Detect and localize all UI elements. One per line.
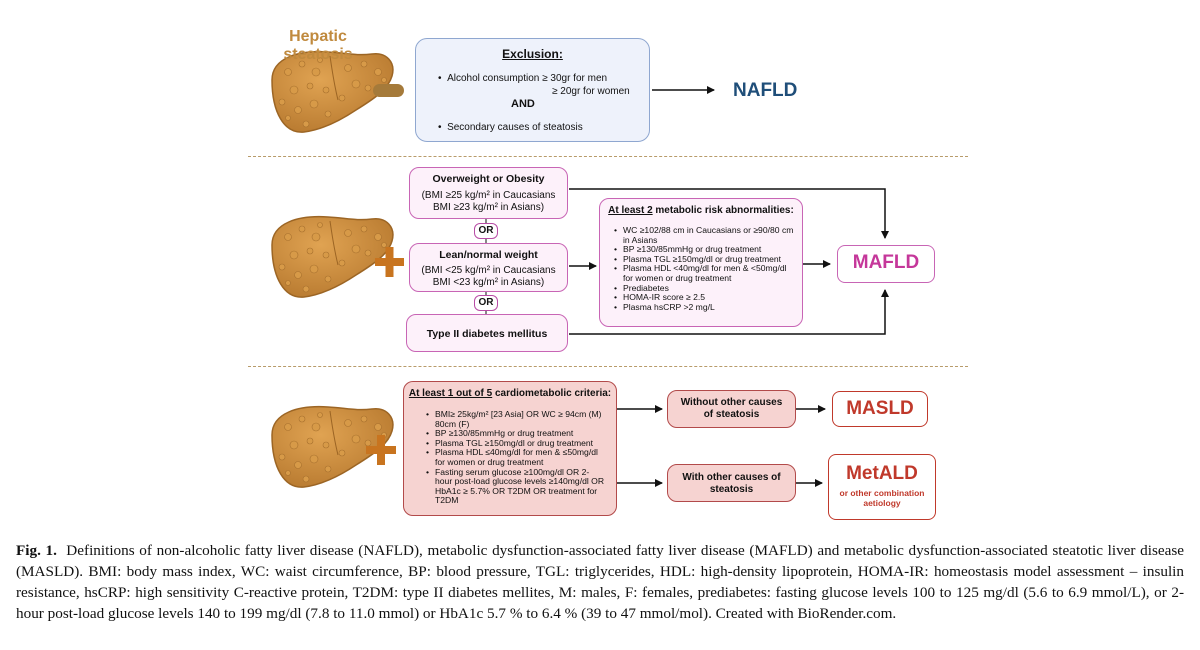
risk-item: HOMA-IR score ≥ 2.5 [614, 293, 796, 303]
overweight-line2: BMI ≥23 kg/m² in Asians) [432, 202, 545, 213]
risk-title-rest: metabolic risk abnormalities: [652, 205, 794, 216]
lean-box: Lean/normal weight (BMI <25 kg/m² in Cau… [409, 243, 568, 292]
alcohol-text: Alcohol consumption ≥ 30gr for men [447, 73, 608, 84]
risk-item: Prediabetes [614, 283, 796, 294]
with-line1: With other causes of [682, 472, 781, 483]
or-pill-2: OR [474, 295, 498, 311]
exclusion-secondary-line: • Secondary causes of steatosis [438, 122, 583, 133]
criteria-title-underlined: At least 1 out of 5 [408, 388, 493, 399]
lean-title: Lean/normal weight [439, 249, 538, 261]
masld-label: MASLD [846, 398, 914, 419]
exclusion-title: Exclusion: [502, 47, 563, 61]
risk-title-underlined: At least 2 [608, 205, 653, 216]
or-pill-1: OR [474, 223, 498, 239]
criteria-title-rest: cardiometabolic criteria: [492, 388, 612, 399]
metald-sub2: aetiology [863, 498, 901, 508]
overweight-title: Overweight or Obesity [432, 173, 545, 185]
criteria-item: BP ≥130/85mmHg or drug treatment [426, 429, 606, 439]
minus-icon [373, 84, 404, 97]
criteria-item: Plasma HDL ≤40mg/dl for men & ≤50mg/dl f… [426, 448, 606, 467]
t2dm-label: Type II diabetes mellitus [426, 328, 548, 340]
without-line2: of steatosis [703, 409, 760, 420]
hepatic-steatosis-title: Hepatic steatosis [283, 28, 353, 63]
risk-item: Plasma hsCRP >2 mg/L [614, 302, 796, 313]
lean-line2: BMI <23 kg/m² in Asians) [432, 277, 545, 288]
without-causes-box: Without other causes of steatosis [667, 390, 796, 428]
arrow-overweight-to-mafld [569, 188, 889, 239]
with-causes-box: With other causes of steatosis [667, 464, 796, 502]
figure-caption: Fig. 1. Definitions of non-alcoholic fat… [16, 540, 1184, 624]
divider-2 [248, 366, 968, 367]
lean-line1: (BMI <25 kg/m² in Caucasians [421, 265, 556, 276]
plus-icon-row2 [375, 247, 404, 277]
metald-sub1: or other combination [839, 488, 925, 498]
mafld-label: MAFLD [852, 252, 920, 273]
t2dm-box: Type II diabetes mellitus [406, 314, 568, 352]
and-label: AND [511, 98, 535, 110]
risk-title: At least 2 metabolic risk abnormalities: [600, 205, 802, 217]
plus-icon-row3 [366, 435, 396, 465]
nafld-label: NAFLD [733, 80, 798, 101]
overweight-box: Overweight or Obesity (BMI ≥25 kg/m² in … [409, 167, 568, 219]
overweight-line1: (BMI ≥25 kg/m² in Caucasians [421, 190, 556, 201]
caption-label: Fig. 1. [16, 542, 57, 559]
caption-text: Definitions of non-alcoholic fatty liver… [16, 542, 1185, 622]
exclusion-box: Exclusion: • Alcohol consumption ≥ 30gr … [415, 38, 650, 142]
liver-icon-row2 [271, 215, 394, 298]
divider-1 [248, 156, 968, 157]
risk-item: WC ≥102/88 cm in Caucasians or ≥90/80 cm… [614, 225, 796, 245]
risk-box: At least 2 metabolic risk abnormalities:… [599, 198, 803, 327]
risk-item: Plasma TGL ≥150mg/dl or drug treatment [614, 254, 796, 265]
risk-list: WC ≥102/88 cm in Caucasians or ≥90/80 cm… [614, 225, 796, 313]
criteria-item: Fasting serum glucose ≥100mg/dl OR 2-hou… [426, 467, 606, 506]
criteria-item: Plasma TGL ≥150mg/dl or drug treatment [426, 438, 606, 449]
arrow-t2dm-to-mafld [569, 289, 889, 335]
exclusion-alcohol-line1: • Alcohol consumption ≥ 30gr for men [438, 73, 608, 84]
masld-box: MASLD [832, 391, 928, 427]
exclusion-alcohol-line2: ≥ 20gr for women [552, 86, 630, 97]
risk-item: Plasma HDL <40mg/dl for men & <50mg/dl f… [614, 264, 796, 283]
criteria-title: At least 1 out of 5 cardiometabolic crit… [404, 388, 616, 400]
metald-box: MetALD or other combination aetiology [828, 454, 936, 520]
secondary-causes-text: Secondary causes of steatosis [447, 122, 583, 133]
with-line2: steatosis [709, 484, 754, 495]
criteria-list: BMI≥ 25kg/m² [23 Asia] OR WC ≥ 94cm (M) … [426, 409, 606, 506]
mafld-box [837, 245, 935, 283]
criteria-item: BMI≥ 25kg/m² [23 Asia] OR WC ≥ 94cm (M) … [426, 409, 606, 429]
without-line1: Without other causes [680, 397, 783, 408]
risk-item: BP ≥130/85mmHg or drug treatment [614, 245, 796, 255]
criteria-box: At least 1 out of 5 cardiometabolic crit… [403, 381, 617, 516]
metald-label: MetALD [846, 463, 918, 484]
